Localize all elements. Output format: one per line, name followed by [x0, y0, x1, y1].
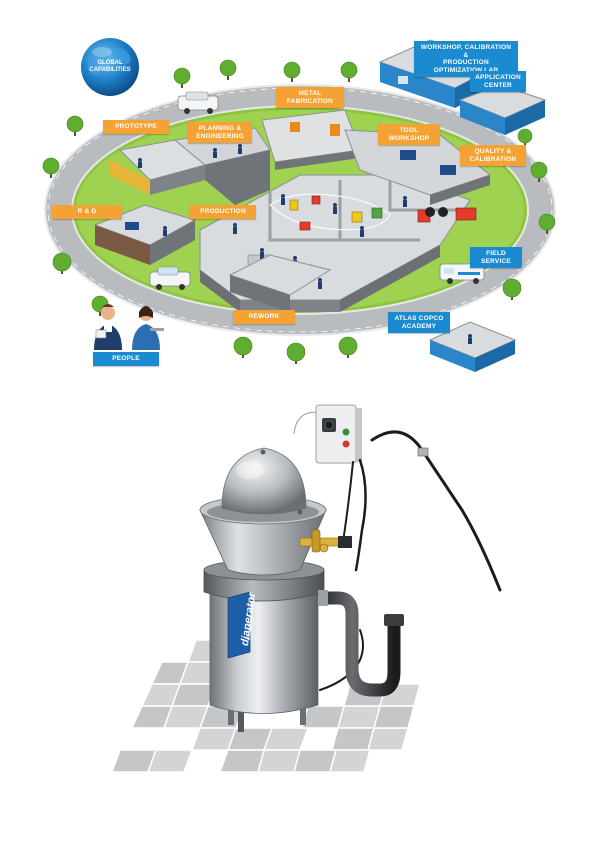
car-left	[149, 266, 191, 290]
vehicles	[149, 91, 485, 290]
globe-icon	[81, 38, 139, 96]
label-field-service: FIELD SERVICE	[470, 247, 522, 268]
label-prototype: PROTOTYPE	[103, 120, 169, 134]
label-quality-calibration: QUALITY & CALIBRATION	[460, 145, 526, 166]
woman-figure	[132, 306, 164, 350]
academy-building	[428, 321, 517, 372]
trees	[42, 59, 556, 364]
disposer-unit	[199, 447, 327, 732]
rework-room	[228, 254, 332, 312]
control-box	[293, 404, 362, 464]
plumbing	[299, 529, 404, 697]
label-production: PRODUCTION	[190, 205, 256, 219]
label-rnd: R & D	[52, 205, 122, 219]
tool-workshop-wing	[344, 129, 492, 221]
cables	[319, 430, 502, 691]
prototype-rooms	[110, 127, 271, 205]
people-figures	[94, 304, 164, 350]
man-figure	[94, 304, 122, 350]
service-van	[439, 263, 485, 284]
label-rework: REWORK	[233, 310, 295, 324]
label-planning-engineering: PLANNING & ENGINEERING	[188, 122, 252, 143]
label-tool-workshop: TOOL WORKSHOP	[378, 124, 440, 145]
label-metal-fabrication: METAL FABRICATION	[276, 87, 344, 108]
label-atlas-academy: ATLAS COPCO ACADEMY	[388, 312, 450, 333]
label-people: PEOPLE	[93, 352, 159, 366]
globe-label: GLOBAL CAPABILITIES	[89, 60, 131, 73]
suv-top	[177, 91, 219, 114]
label-application-center: APPLICATION CENTER	[470, 71, 526, 92]
